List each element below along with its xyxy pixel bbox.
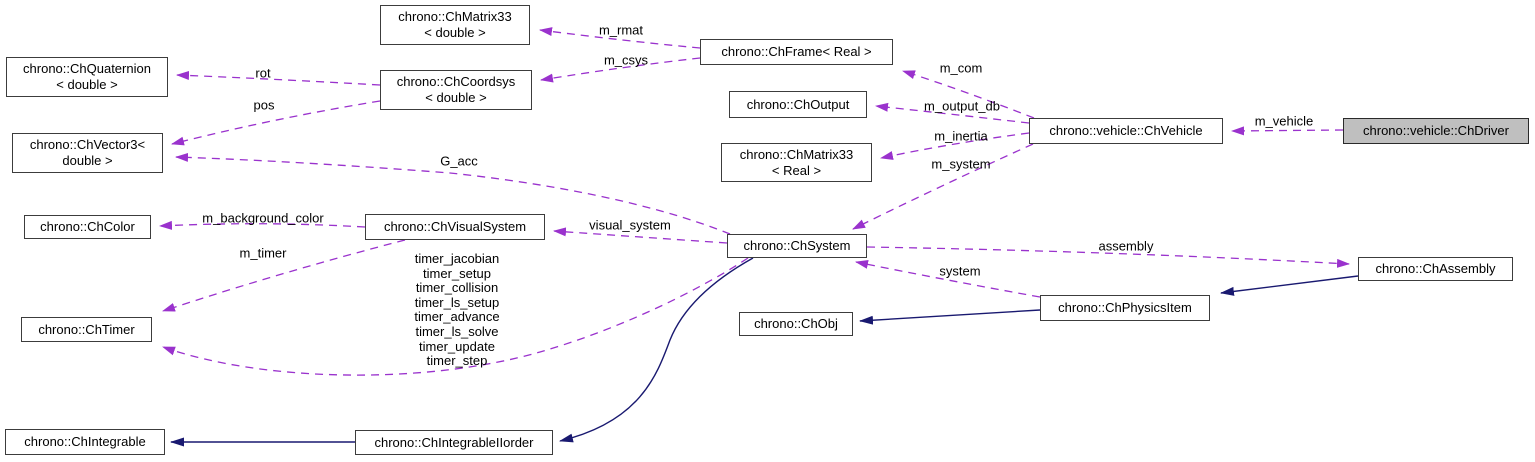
edge-label-g-acc: G_acc	[440, 153, 478, 169]
class-node-chtimer[interactable]: chrono::ChTimer	[21, 317, 152, 342]
class-node-chquaternion[interactable]: chrono::ChQuaternion < double >	[6, 57, 168, 97]
class-node-chcoordsys[interactable]: chrono::ChCoordsys < double >	[380, 70, 532, 110]
edge-assembly	[866, 246, 1350, 268]
class-node-chframe[interactable]: chrono::ChFrame< Real >	[700, 39, 893, 65]
edge-m-background-color	[159, 220, 366, 230]
class-node-chcolor[interactable]: chrono::ChColor	[24, 215, 151, 239]
edge-label-timer-step: timer_step	[426, 353, 488, 369]
edge-label-timer-setup: timer_setup	[423, 265, 491, 281]
edge-m-vehicle	[1231, 126, 1344, 136]
edge-label-m-inertia: m_inertia	[934, 128, 988, 144]
edge-m-inertia	[880, 132, 1030, 160]
edge-label-timer-jacobian: timer_jacobian	[414, 251, 500, 266]
edge-pos	[171, 100, 381, 146]
edge-system-to-iiorder	[559, 257, 754, 443]
edge-m-output-db	[875, 102, 1030, 124]
edge-label-system: system	[939, 263, 981, 279]
edge-label-timer-ls-solve: timer_ls_solve	[415, 323, 499, 339]
edge-timers	[162, 257, 749, 376]
class-node-chintegrable[interactable]: chrono::ChIntegrable	[5, 429, 165, 455]
edge-label-timer-update: timer_update	[419, 338, 495, 354]
edge-m-timer	[162, 239, 406, 312]
edge-label-m-system: m_system	[931, 156, 991, 172]
edge-label-assembly: assembly	[1098, 238, 1154, 254]
edge-label-pos: pos	[253, 97, 275, 113]
edge-label-m-csys: m_csys	[603, 52, 649, 68]
edge-m-system	[852, 143, 1034, 230]
class-node-chmatrix33-double[interactable]: chrono::ChMatrix33 < double >	[380, 5, 530, 45]
edge-physics-to-obj	[859, 309, 1041, 325]
class-node-chassembly[interactable]: chrono::ChAssembly	[1358, 257, 1513, 281]
edge-label-rot: rot	[255, 65, 271, 81]
edge-g-acc	[175, 152, 731, 235]
edge-label-timer-advance: timer_advance	[414, 309, 500, 325]
edge-label-m-output-db: m_output_db	[924, 98, 1000, 114]
edge-label-timer-ls-setup: timer_ls_setup	[414, 294, 500, 310]
edge-label-timer-collision: timer_collision	[415, 280, 499, 296]
class-node-chintegrableiiorder[interactable]: chrono::ChIntegrableIIorder	[355, 430, 553, 455]
edge-label-m-com: m_com	[939, 60, 983, 76]
class-node-chsystem[interactable]: chrono::ChSystem	[727, 234, 867, 258]
edge-m-csys	[540, 57, 701, 83]
edge-label-m-rmat: m_rmat	[598, 22, 644, 38]
edge-label-m-vehicle: m_vehicle	[1254, 113, 1314, 129]
class-node-chmatrix33-real[interactable]: chrono::ChMatrix33 < Real >	[721, 143, 872, 182]
edge-visual-system	[553, 227, 728, 244]
edge-label-timers: timer_jacobian timer_setup timer_collisi…	[414, 251, 500, 369]
class-node-chphysicsitem[interactable]: chrono::ChPhysicsItem	[1040, 295, 1210, 321]
class-node-choutput[interactable]: chrono::ChOutput	[729, 91, 867, 118]
edge-m-com	[902, 70, 1035, 119]
class-node-chvisualsystem[interactable]: chrono::ChVisualSystem	[365, 214, 545, 240]
class-node-chvehicle[interactable]: chrono::vehicle::ChVehicle	[1029, 118, 1223, 144]
edge-label-m-timer: m_timer	[239, 245, 287, 261]
edge-label-visual-system: visual_system	[589, 217, 671, 233]
class-node-chdriver-selected: chrono::vehicle::ChDriver	[1343, 118, 1529, 144]
edge-assembly-to-physics	[1220, 275, 1359, 296]
edge-m-rmat	[539, 27, 701, 49]
edge-label-m-background-color: m_background_color	[202, 210, 324, 226]
edge-rot	[176, 70, 381, 86]
class-node-chobj[interactable]: chrono::ChObj	[739, 312, 853, 336]
class-node-chvector3[interactable]: chrono::ChVector3< double >	[12, 133, 163, 173]
